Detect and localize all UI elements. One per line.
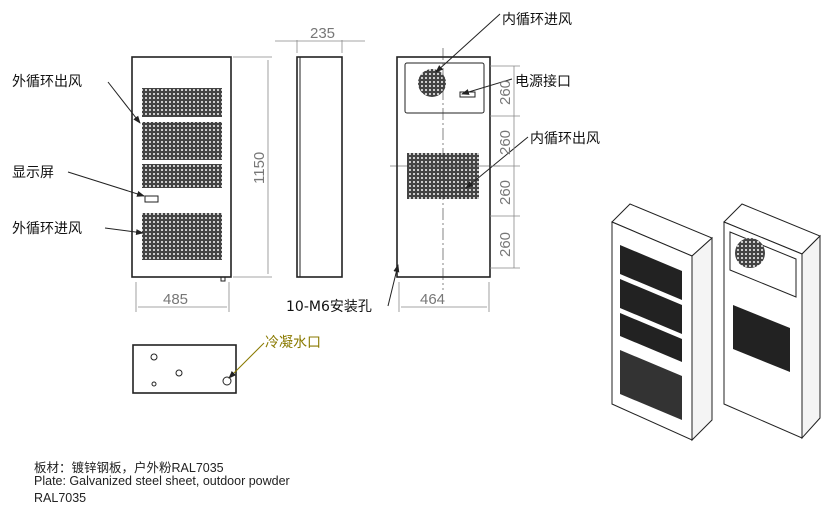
dim-spacing-4: 260 (497, 232, 514, 257)
label-outer-inlet: 外循环进风 (12, 221, 82, 237)
front-view (131, 56, 232, 282)
material-note-en: Plate: Galvanized steel sheet, outdoor p… (34, 474, 290, 488)
drain-outlet (222, 376, 232, 386)
isometric-back-view (723, 203, 821, 440)
isometric-front-view (611, 203, 713, 442)
label-drain: 冷凝水口 (265, 335, 321, 351)
dim-spacing-2: 260 (497, 130, 514, 155)
outer-inlet-grille (142, 213, 222, 260)
dim-depth: 235 (310, 25, 335, 42)
outer-outlet-grille-3 (142, 164, 222, 188)
dim-height: 1150 (251, 152, 268, 184)
label-inner-inlet: 内循环进风 (502, 12, 572, 28)
back-view (390, 48, 500, 290)
label-power-port: 电源接口 (515, 73, 571, 90)
dim-spacing-3: 260 (497, 180, 514, 205)
inner-fan (418, 69, 446, 97)
dim-spacing-1: 260 (497, 80, 514, 105)
dim-back-width: 464 (420, 291, 445, 308)
label-display: 显示屏 (12, 165, 54, 181)
label-inner-outlet: 内循环出风 (530, 131, 600, 147)
dim-front-width: 485 (163, 291, 188, 308)
side-view (296, 56, 343, 278)
material-note-cn: 板材：镀锌钢板，户外粉RAL7035 (34, 461, 224, 475)
material-note-color: RAL7035 (34, 491, 87, 505)
display-screen (144, 195, 159, 203)
outer-outlet-grille-1 (142, 88, 222, 117)
label-outer-outlet: 外循环出风 (12, 74, 82, 90)
label-mounting-holes: 10-M6安装孔 (286, 299, 372, 315)
bottom-view (132, 344, 237, 394)
outer-outlet-grille-2 (142, 122, 222, 160)
